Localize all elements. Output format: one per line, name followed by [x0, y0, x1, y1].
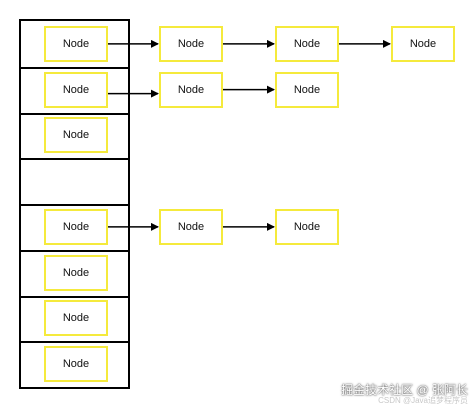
node-b4-0: Node — [44, 208, 108, 245]
node-b0-3: Node — [391, 25, 455, 62]
bucket-6 — [21, 295, 128, 342]
bucket-5 — [21, 249, 128, 296]
node-b0-0: Node — [44, 25, 108, 62]
node-b4-1: Node — [159, 208, 223, 245]
node-b5-0: Node — [44, 254, 108, 291]
bucket-1 — [21, 66, 128, 113]
watermark-main: 掘金技术社区 @ 张阿长 — [341, 383, 468, 397]
node-b4-2: Node — [275, 208, 339, 245]
watermark-sub: CSDN @Java追梦程序员 — [378, 396, 468, 405]
watermark: 掘金技术社区 @ 张阿长 CSDN @Java追梦程序员 — [341, 384, 468, 405]
bucket-7 — [21, 341, 128, 387]
node-b2-0: Node — [44, 117, 108, 154]
node-b6-0: Node — [44, 300, 108, 337]
bucket-3 — [21, 158, 128, 204]
node-b1-2: Node — [275, 71, 339, 108]
node-b1-1: Node — [159, 71, 223, 108]
node-b1-0: Node — [44, 71, 108, 108]
node-b0-2: Node — [275, 25, 339, 62]
bucket-2 — [21, 112, 128, 159]
bucket-4 — [21, 204, 128, 250]
bucket-array — [19, 19, 130, 389]
node-b7-0: Node — [44, 346, 108, 383]
node-b0-1: Node — [159, 25, 223, 62]
